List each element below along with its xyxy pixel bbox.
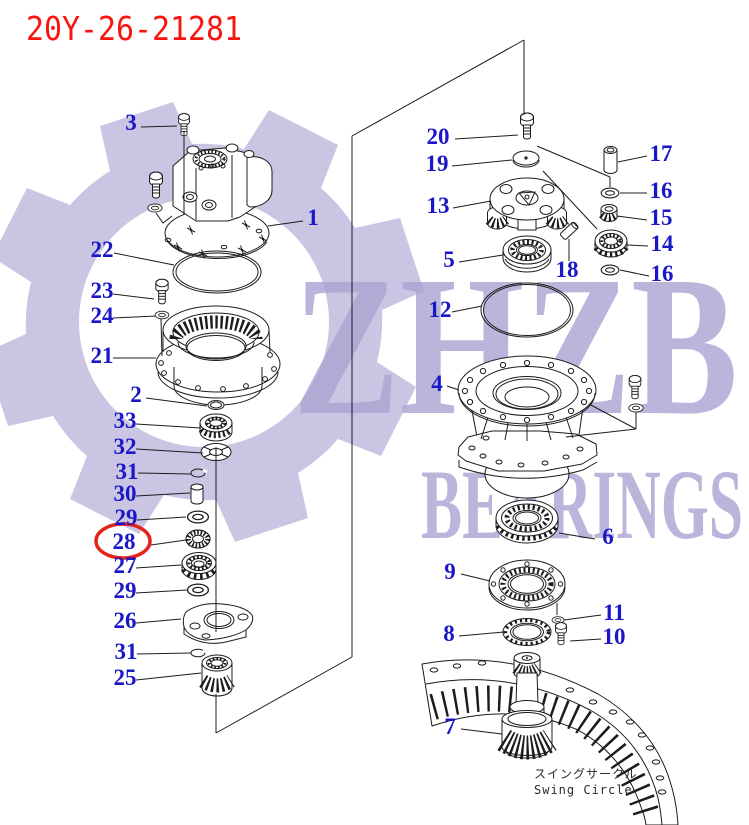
highlight-circle-28 [94,522,152,560]
caption-japanese: スイングサークル [534,767,638,781]
callout-22-label: 22 [91,237,114,262]
callout-16a-label: 16 [650,178,673,203]
part-washer-16b [600,264,620,276]
callout-11-label: 11 [603,600,625,625]
part-ring-8 [502,618,552,646]
part-washer-16a [600,187,620,199]
callout-32-label: 32 [114,434,137,459]
part-snap-ring-31a [190,468,208,478]
part-washer-24 [154,310,170,320]
callout-12-label: 12 [429,297,452,322]
projection-lines [155,39,637,734]
callout-28-label: 28 [113,529,136,554]
part-case-4 [457,355,598,499]
part-oring-2 [207,400,225,410]
callout-16b-label: 16 [651,261,674,286]
part-bracket-26 [182,603,254,644]
callout-25-label: 25 [114,665,137,690]
callout-7-label: 7 [444,714,456,739]
callout-24-label: 24 [91,303,115,328]
callout-33-label: 33 [114,408,137,433]
part-sleeve-30 [190,483,204,505]
part-bearing-27 [180,552,218,580]
part-washer-29b [186,583,210,597]
leader-lines [112,125,650,735]
callout-23-label: 23 [91,278,114,303]
callout-17-label: 17 [650,141,673,166]
part-pin-17 [603,146,618,174]
callout-30-label: 30 [114,481,137,506]
callout-2-label: 2 [130,382,142,407]
part-bearing-5 [502,235,552,273]
callout-18-label: 18 [556,257,579,282]
part-carrier-13 [485,177,570,231]
callout-21-label: 21 [91,343,114,368]
callout-29a-label: 29 [115,505,138,530]
part-gear-15 [599,204,619,222]
part-washer-29a [186,510,210,524]
callout-14-label: 14 [651,231,675,256]
callout-13-label: 13 [427,193,450,218]
callout-4-label: 4 [431,371,443,396]
part-motor-1 [164,143,273,259]
callout-19-label: 19 [426,151,449,176]
page-title: 20Y-26-21281 [26,9,242,48]
caption-english: Swing Circle [534,783,633,797]
callout-8-label: 8 [443,621,455,646]
part-bearing-6 [495,499,559,544]
part-pinion-7 [497,652,557,760]
callout-labels: 3 1 22 23 24 21 2 33 32 31 30 29 28 27 2… [91,110,675,739]
callout-1-label: 1 [307,205,319,230]
part-oring-12 [480,282,574,338]
part-case-washer [628,403,644,413]
part-ring-gear-21 [155,305,281,406]
callout-26-label: 26 [114,608,137,633]
callout-29b-label: 29 [114,578,137,603]
part-bearing-28 [185,529,211,549]
callout-3-label: 3 [125,110,137,135]
part-swing-circle [421,659,679,825]
part-bearing-25 [199,654,235,697]
part-pin-18 [560,221,579,240]
callout-9-label: 9 [444,559,456,584]
watermark-bearings-text: BEARINGS [421,449,743,560]
part-oring-22 [172,250,262,294]
callout-10-label: 10 [603,624,626,649]
part-bearing-14 [593,229,629,258]
callout-31a-label: 31 [116,459,139,484]
callout-31b-label: 31 [115,639,138,664]
callout-15-label: 15 [650,205,673,230]
callout-27-label: 27 [114,553,137,578]
callout-20-label: 20 [427,124,450,149]
part-bearing-33 [198,413,234,442]
callout-6-label: 6 [602,524,614,549]
callout-5-label: 5 [443,247,455,272]
watermark-gear-icon [0,102,424,542]
part-plate-19 [512,150,540,168]
part-retainer-9 [488,559,566,611]
